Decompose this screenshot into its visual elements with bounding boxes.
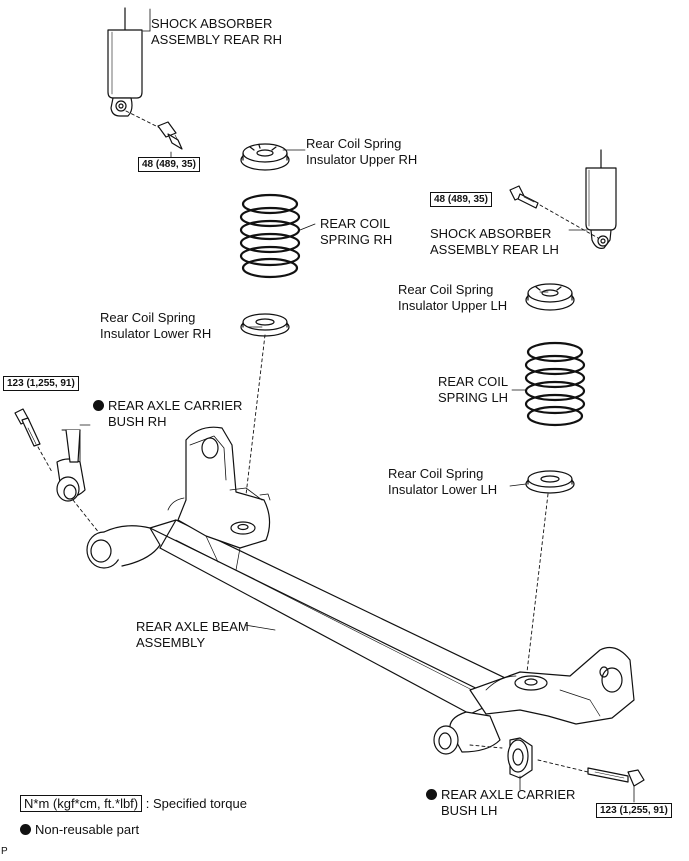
legend-torque: N*m (kgf*cm, ft.*lbf) : Specified torque — [20, 795, 247, 812]
coil-spring-lh — [524, 341, 586, 427]
label-insulator-lower-lh: Rear Coil Spring Insulator Lower LH — [388, 466, 497, 498]
torque-box-shock-rh: 48 (489, 35) — [138, 157, 200, 172]
label-insulator-upper-rh: Rear Coil Spring Insulator Upper RH — [306, 136, 417, 168]
label-coil-spring-rh: REAR COIL SPRING RH — [320, 216, 392, 248]
label-line: REAR AXLE CARRIER — [108, 398, 243, 413]
bolt-shock-rh — [157, 121, 183, 150]
label-insulator-upper-lh: Rear Coil Spring Insulator Upper LH — [398, 282, 507, 314]
label-line: Rear Coil Spring — [100, 310, 196, 325]
label-line: Rear Coil Spring — [306, 136, 402, 151]
insulator-lower-lh — [525, 470, 575, 494]
legend-torque-desc: : Specified torque — [145, 796, 247, 811]
bolt-bush-lh — [587, 767, 645, 787]
label-line: SHOCK ABSORBER — [430, 226, 552, 241]
nonreusable-dot-icon — [426, 789, 437, 800]
label-line: ASSEMBLY — [136, 635, 206, 650]
label-line: Insulator Lower LH — [388, 482, 498, 497]
legend-torque-unit: N*m (kgf*cm, ft.*lbf) — [20, 795, 143, 812]
label-line: ASSEMBLY REAR RH — [151, 32, 283, 47]
torque-box-bush-rh: 123 (1,255, 91) — [3, 376, 79, 391]
label-line: Insulator Upper LH — [398, 298, 508, 313]
label-line: Rear Coil Spring — [388, 466, 484, 481]
label-line: Insulator Lower RH — [100, 326, 212, 341]
label-line: REAR COIL — [438, 374, 509, 389]
legend-nonreusable-desc: Non-reusable part — [35, 822, 140, 837]
label-shock-absorber-rh: SHOCK ABSORBER ASSEMBLY REAR RH — [151, 16, 282, 48]
shock-absorber-rh — [107, 7, 143, 117]
label-line: SPRING RH — [320, 232, 393, 247]
rear-axle-beam — [86, 426, 635, 755]
carrier-bush-lh — [507, 737, 533, 779]
corner-mark: P — [1, 846, 8, 857]
label-line: REAR COIL — [320, 216, 391, 231]
shock-absorber-lh — [585, 149, 617, 249]
label-line: BUSH RH — [108, 414, 167, 429]
label-line: Insulator Upper RH — [306, 152, 418, 167]
label-line: BUSH LH — [441, 803, 498, 818]
label-carrier-bush-lh: REAR AXLE CARRIER BUSH LH — [426, 787, 575, 819]
nonreusable-dot-icon — [93, 400, 104, 411]
nonreusable-dot-icon — [20, 824, 31, 835]
carrier-bush-rh — [56, 429, 86, 502]
label-carrier-bush-rh: REAR AXLE CARRIER BUSH RH — [93, 398, 242, 430]
label-line: REAR AXLE CARRIER — [441, 787, 576, 802]
bolt-bush-rh — [14, 408, 41, 447]
label-line: SHOCK ABSORBER — [151, 16, 273, 31]
legend-nonreusable: Non-reusable part — [20, 822, 139, 838]
label-line: ASSEMBLY REAR LH — [430, 242, 559, 257]
insulator-lower-rh — [240, 313, 290, 337]
torque-box-bush-lh: 123 (1,255, 91) — [596, 803, 672, 818]
label-line: SPRING LH — [438, 390, 509, 405]
label-coil-spring-lh: REAR COIL SPRING LH — [438, 374, 508, 406]
label-shock-absorber-lh: SHOCK ABSORBER ASSEMBLY REAR LH — [430, 226, 559, 258]
label-line: Rear Coil Spring — [398, 282, 494, 297]
insulator-upper-lh — [525, 283, 575, 311]
label-rear-axle-beam: REAR AXLE BEAM ASSEMBLY — [136, 619, 249, 651]
insulator-upper-rh — [240, 143, 290, 171]
label-insulator-lower-rh: Rear Coil Spring Insulator Lower RH — [100, 310, 211, 342]
label-line: REAR AXLE BEAM — [136, 619, 249, 634]
torque-box-shock-lh: 48 (489, 35) — [430, 192, 492, 207]
bolt-shock-lh — [509, 185, 539, 209]
leader-lines — [79, 149, 588, 791]
coil-spring-rh — [239, 193, 301, 279]
